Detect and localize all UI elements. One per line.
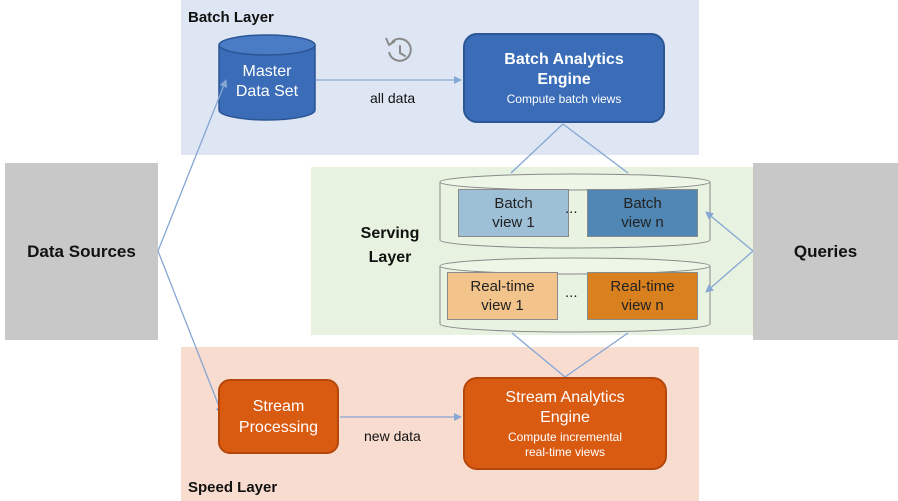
master-data-set-cylinder (218, 34, 316, 121)
line-stream-engine-to-views-right (564, 332, 629, 378)
batch-view-n-line1: Batch (623, 195, 662, 212)
queries-label: Queries (793, 241, 858, 261)
history-clock-icon (385, 37, 412, 62)
serving-layer-label-line1: Serving (360, 225, 420, 242)
batch-engine-title-line2: Engine (537, 70, 591, 88)
all-data-label: all data (370, 90, 416, 106)
serving-layer-label: Serving Layer (350, 222, 430, 270)
stream-processing-line2: Processing (238, 418, 319, 436)
batch-layer-label: Batch Layer (188, 9, 274, 26)
batch-view-n: Batch view n (587, 189, 698, 237)
queries-box: Queries (753, 163, 898, 340)
realtime-view-1-line2: view 1 (481, 297, 524, 314)
arrow-queries-to-batch-views (705, 211, 754, 252)
realtime-view-n-line2: view n (621, 297, 664, 314)
stream-analytics-engine: Stream Analytics Engine Compute incremen… (463, 377, 667, 470)
batch-engine-subtitle: Compute batch views (506, 91, 622, 106)
batch-views-ellipsis: ... (565, 200, 578, 217)
batch-view-1-line2: view 1 (492, 214, 535, 231)
speed-layer-label: Speed Layer (188, 479, 278, 496)
stream-processing-box: Stream Processing (218, 379, 339, 454)
realtime-view-n: Real-time view n (587, 272, 698, 320)
arrow-sources-to-master (157, 79, 228, 252)
stream-engine-title-line2: Engine (540, 408, 590, 426)
data-sources-label: Data Sources (27, 241, 136, 261)
batch-view-1-line1: Batch (494, 195, 533, 212)
batch-analytics-engine: Batch Analytics Engine Compute batch vie… (463, 33, 665, 123)
stream-engine-subtitle-line1: Compute incremental (507, 429, 623, 444)
line-batch-engine-to-views-right (562, 123, 629, 174)
new-data-label: new data (364, 428, 421, 444)
serving-layer-label-line2: Layer (368, 249, 412, 266)
master-data-set-label: Master Data Set (219, 62, 315, 102)
line-batch-engine-to-views-left (510, 123, 564, 174)
master-data-set-line1: Master (242, 63, 292, 80)
stream-processing-line1: Stream (252, 397, 305, 415)
realtime-view-n-line1: Real-time (610, 278, 675, 295)
batch-engine-title-line1: Batch Analytics (504, 50, 624, 68)
data-sources-box: Data Sources (5, 163, 158, 340)
master-data-set-line2: Data Set (235, 83, 299, 100)
realtime-view-1-line1: Real-time (470, 278, 535, 295)
stream-engine-title-line1: Stream Analytics (505, 388, 625, 406)
batch-view-n-line2: view n (621, 214, 664, 231)
arrow-queries-to-realtime-views (705, 250, 754, 293)
stream-engine-subtitle-line2: real-time views (524, 444, 605, 459)
line-stream-engine-to-views-left (511, 332, 566, 378)
arrow-sources-to-stream (157, 250, 224, 415)
realtime-view-1: Real-time view 1 (447, 272, 558, 320)
realtime-views-ellipsis: ... (565, 284, 578, 301)
batch-view-1: Batch view 1 (458, 189, 569, 237)
